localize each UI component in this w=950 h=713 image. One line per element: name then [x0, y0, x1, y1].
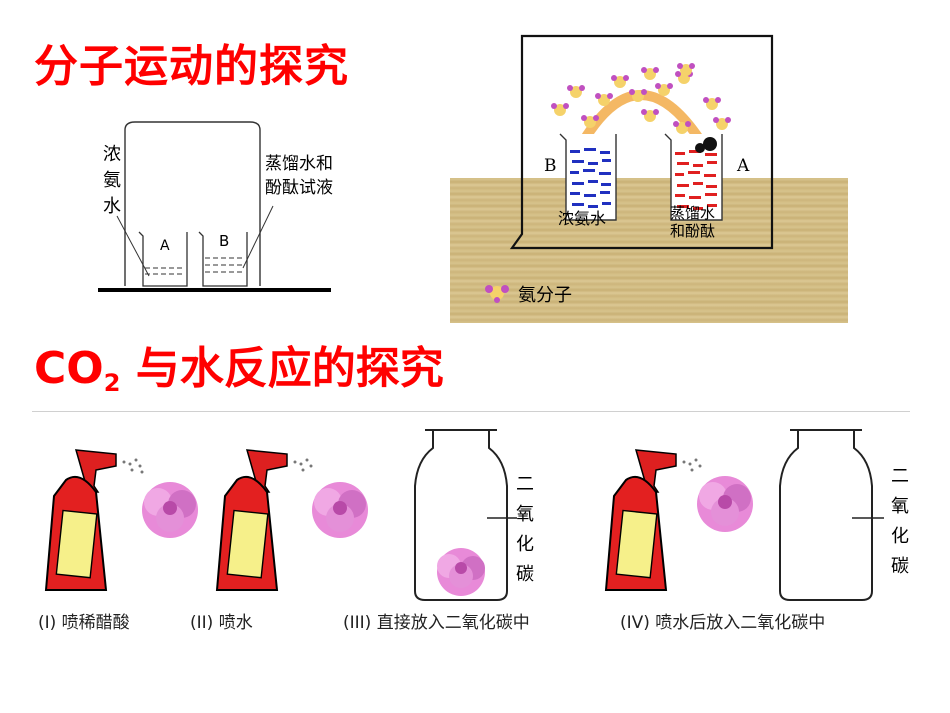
glass-cover-diagram — [509, 34, 774, 250]
divider — [32, 411, 910, 412]
co2-subscript: 2 — [103, 369, 121, 397]
jar3-label: 二 氧 化 碳 — [516, 474, 534, 585]
caption-1: (I) 喷稀醋酸 — [38, 613, 130, 633]
bell-jar-diagram — [98, 121, 331, 292]
ammonia-label: 浓 氨 水 — [103, 144, 121, 217]
co2-formula-prefix: CO — [34, 343, 104, 394]
jar-3 — [414, 429, 517, 601]
ammonia-beaker-label: 浓氨水 — [558, 209, 607, 228]
flower-1 — [142, 482, 198, 538]
flower-2 — [312, 482, 368, 538]
flower-4 — [697, 476, 753, 532]
spray-bottle-2 — [215, 449, 313, 591]
phenol-label: 蒸馏水和 酚酞试液 — [265, 154, 333, 198]
legend-ammonia: 氨分子 — [518, 285, 572, 306]
wood-table — [450, 178, 848, 323]
caption-4: (IV) 喷水后放入二氧化碳中 — [620, 613, 826, 633]
label-b: B — [544, 156, 557, 176]
beaker-b-label: B — [219, 232, 230, 250]
jar-4 — [779, 429, 884, 601]
section-title-molecule-motion: 分子运动的探究 — [34, 41, 349, 92]
caption-2: (II) 喷水 — [190, 613, 253, 633]
spray-bottle-1 — [44, 449, 144, 591]
section-title-co2-water: CO2 与水反应的探究 — [34, 332, 444, 397]
caption-3: (III) 直接放入二氧化碳中 — [343, 613, 530, 633]
phenol-beaker-label: 蒸馏水 和酚酞 — [670, 204, 716, 240]
jar4-label: 二 氧 化 碳 — [891, 466, 909, 577]
spray-bottle-4 — [604, 449, 702, 591]
ammonia-molecule-icon — [485, 285, 509, 303]
co2-title-rest: 与水反应的探究 — [120, 343, 444, 394]
label-a: A — [737, 156, 750, 176]
beaker-a-label: A — [160, 238, 170, 254]
